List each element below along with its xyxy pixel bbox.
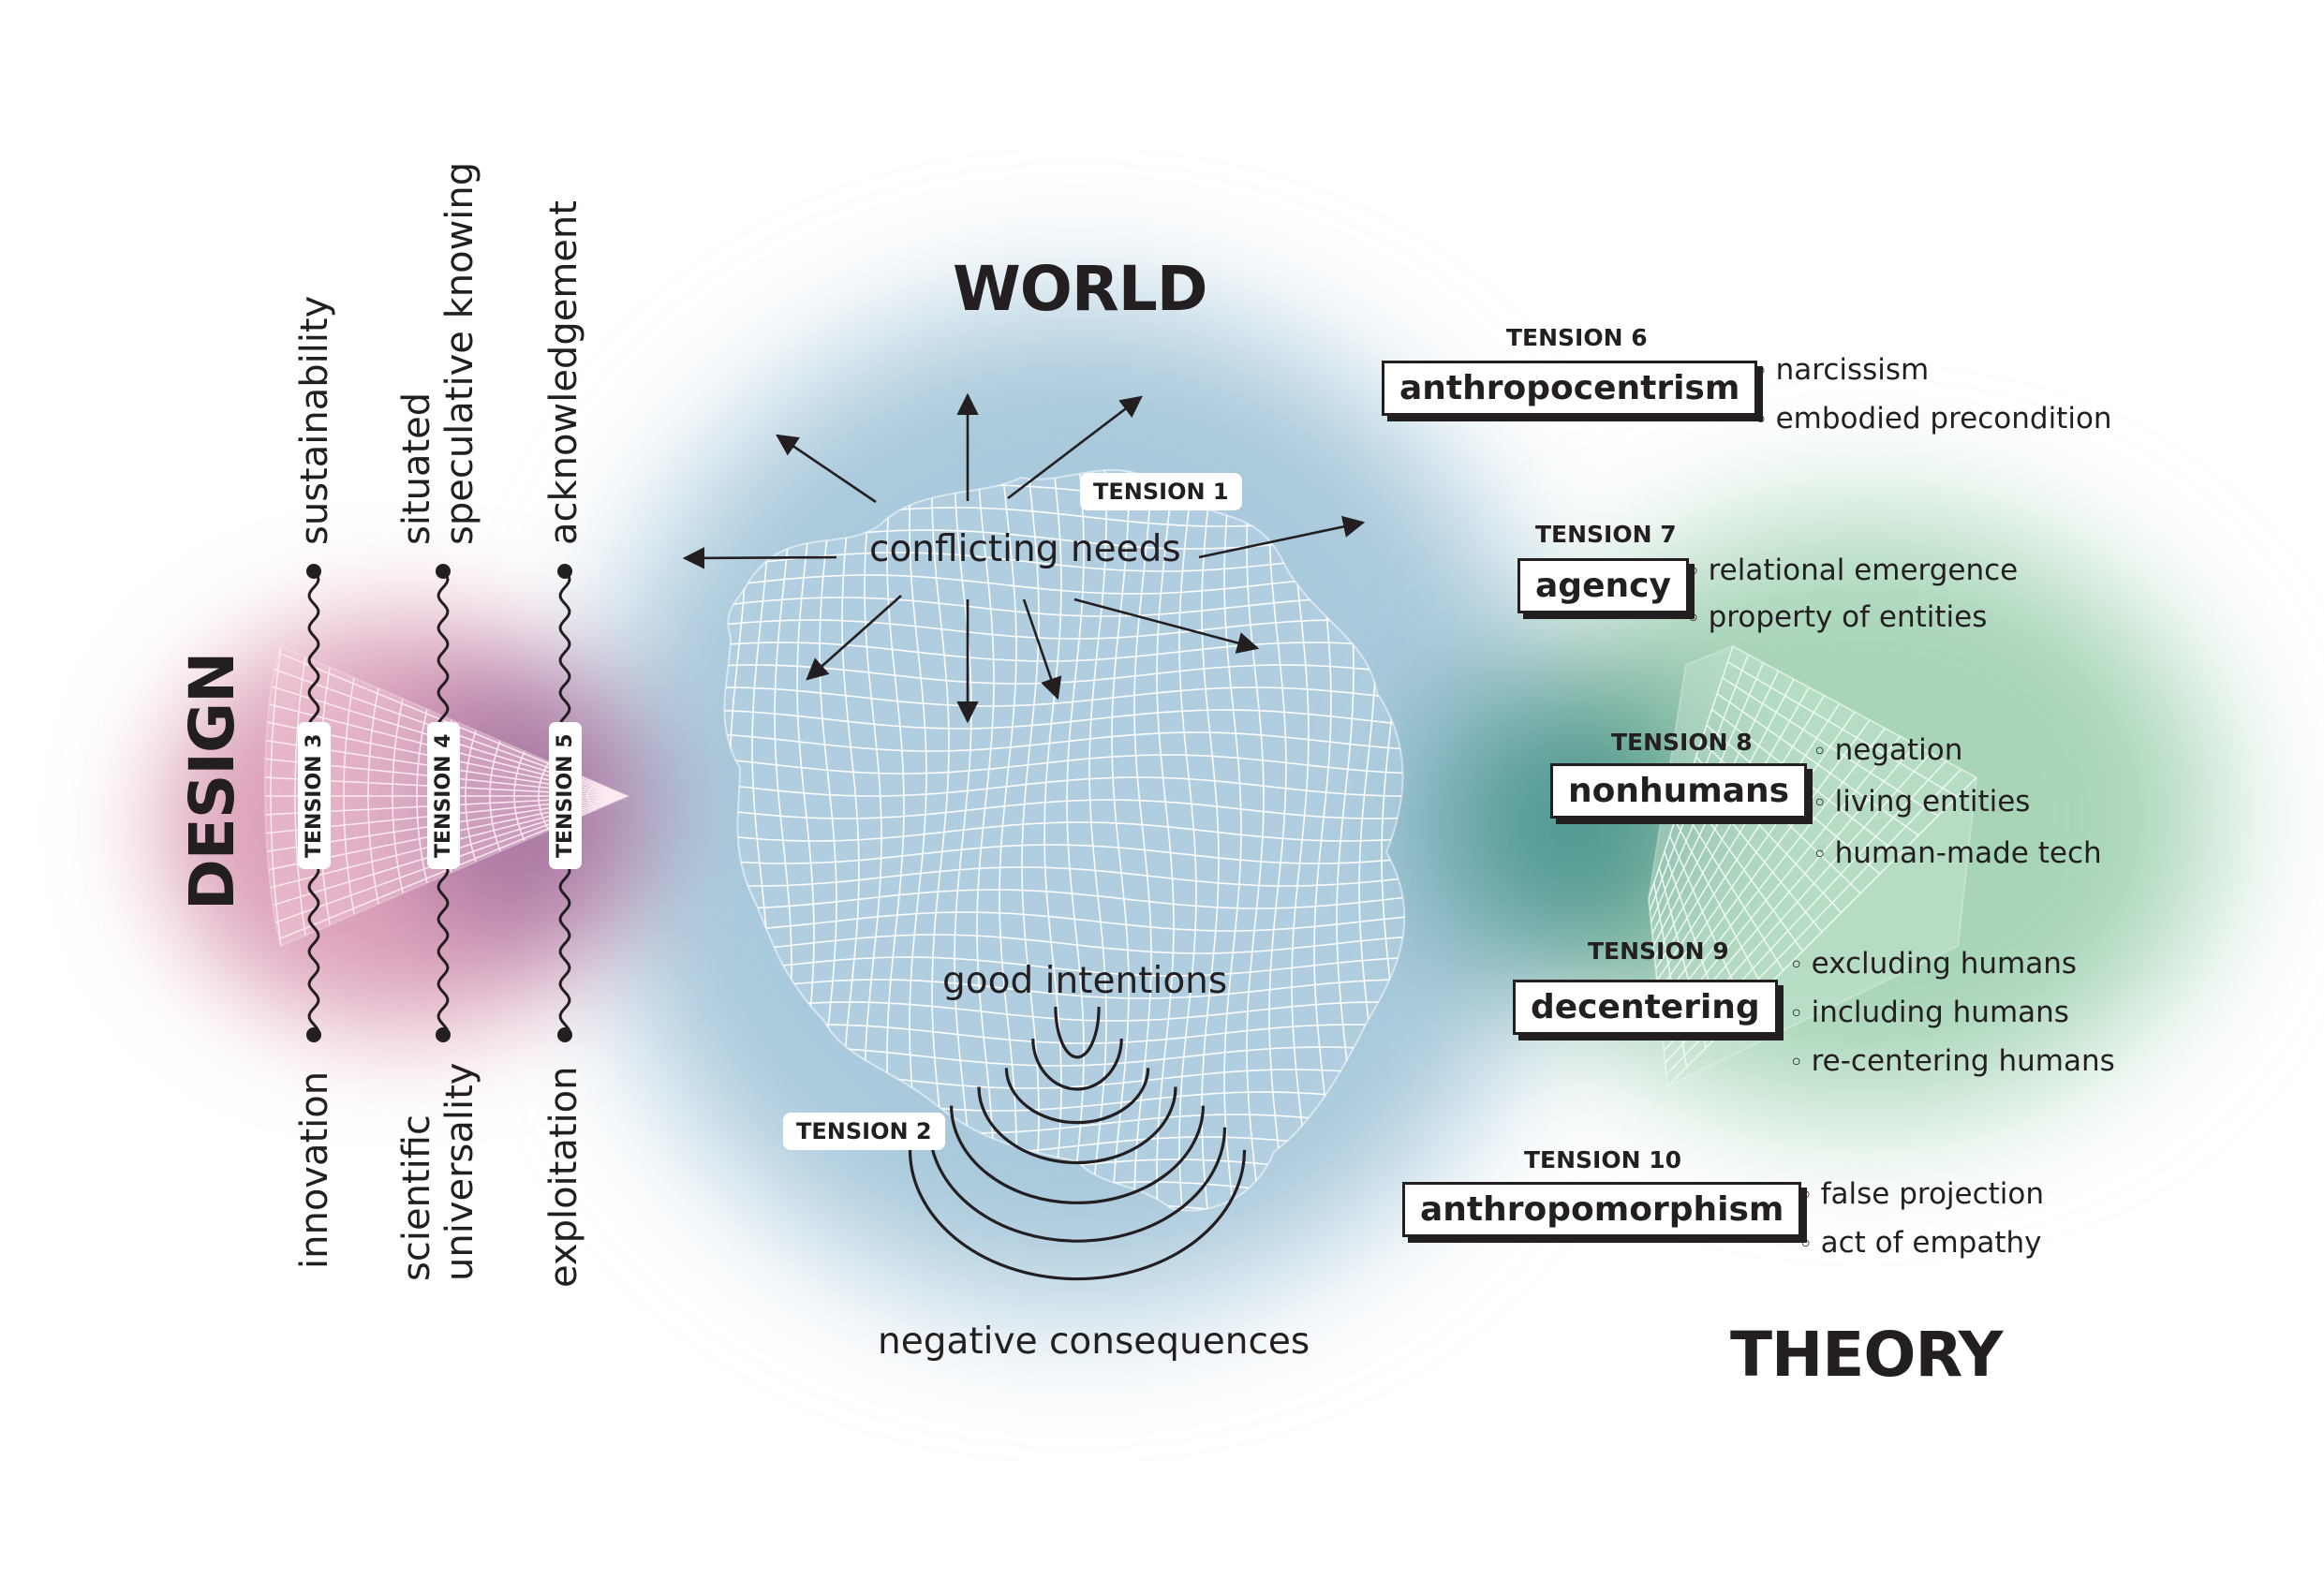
bullet-item: including humans xyxy=(1789,989,2115,1038)
bullet-item: negation xyxy=(1813,726,2102,777)
term-agency: agency xyxy=(1517,558,1689,613)
axis-4-bottom-line-1: scientific xyxy=(395,1114,438,1281)
axis-5-bottom-label: exploitation xyxy=(542,1067,585,1288)
tension-7-bullets: relational emergence property of entitie… xyxy=(1686,548,2019,642)
arrow-icon xyxy=(776,434,877,504)
tension-10-bullets: false projection act of empathy xyxy=(1799,1171,2044,1268)
tension-3-tag: TENSION 3 xyxy=(298,722,331,869)
axis-3-top-label: sustainability xyxy=(293,296,336,545)
conflicting-needs-label: conflicting needs xyxy=(869,528,1181,570)
tension-2-tag: TENSION 2 xyxy=(783,1113,945,1150)
axis-3-bottom-label: innovation xyxy=(293,1071,336,1269)
bullet-item: human-made tech xyxy=(1813,829,2102,880)
axis-4-top-label: situated speculative knowing xyxy=(395,162,481,545)
arrow-icon xyxy=(682,547,837,569)
theory-heading: THEORY xyxy=(1730,1319,2003,1391)
axis-5-bottom-line: exploitation xyxy=(542,1066,585,1288)
bullet-item: false projection xyxy=(1799,1171,2044,1219)
tension-4-tag: TENSION 4 xyxy=(427,722,460,869)
bullet-item: act of empathy xyxy=(1799,1219,2044,1268)
arrow-icon xyxy=(1073,598,1260,654)
axis-3-top-line: sustainability xyxy=(293,295,336,545)
term-decentering: decentering xyxy=(1513,980,1778,1035)
bullet-item: property of entities xyxy=(1686,595,2018,642)
term-anthropomorphism: anthropomorphism xyxy=(1402,1182,1802,1237)
arrow-icon xyxy=(1022,598,1062,701)
tension-9-label: TENSION 9 xyxy=(1588,937,1729,965)
term-nonhumans: nonhumans xyxy=(1550,763,1808,819)
arrow-icon xyxy=(1198,515,1366,559)
bullet-item: relational emergence xyxy=(1686,548,2019,595)
conflicting-arrows xyxy=(682,392,1366,724)
tension-5-tag: TENSION 5 xyxy=(549,722,582,869)
axis-4-top-line-2: speculative knowing xyxy=(438,161,481,545)
arrow-icon xyxy=(806,595,902,681)
bullet-item: embodied precondition xyxy=(1754,395,2112,444)
negative-consequences-label: negative consequences xyxy=(878,1321,1310,1363)
bullet-item: narcissism xyxy=(1754,347,2112,395)
ripple-arcs-icon xyxy=(908,1006,1247,1281)
axis-3-bottom-line: innovation xyxy=(293,1070,336,1269)
tension-10-label: TENSION 10 xyxy=(1524,1146,1682,1173)
tension-8-bullets: negation living entities human-made tech xyxy=(1813,726,2102,880)
axis-5-top-label: acknowledgement xyxy=(542,200,585,545)
arrow-icon xyxy=(1007,395,1143,500)
axis-4-bottom-line-2: universality xyxy=(438,1062,481,1281)
world-heading: WORLD xyxy=(953,253,1208,325)
axis-4-top-line-1: situated xyxy=(395,391,438,545)
tension-8-label: TENSION 8 xyxy=(1611,729,1753,756)
good-intentions-label: good intentions xyxy=(942,960,1228,1002)
tension-6-bullets: narcissism embodied precondition xyxy=(1754,347,2112,444)
tension-7-label: TENSION 7 xyxy=(1535,521,1677,548)
bullet-item: re-centering humans xyxy=(1789,1038,2115,1086)
axis-5-top-line: acknowledgement xyxy=(542,200,585,545)
tension-6-label: TENSION 6 xyxy=(1506,324,1648,351)
term-anthropocentrism: anthropocentrism xyxy=(1382,361,1758,416)
axis-dots xyxy=(306,564,572,1042)
design-heading: DESIGN xyxy=(176,652,248,910)
bullet-item: living entities xyxy=(1813,777,2102,829)
tension-1-tag: TENSION 1 xyxy=(1080,473,1242,510)
axis-4-bottom-label: scientific universality xyxy=(395,1063,481,1281)
bullet-item: excluding humans xyxy=(1789,940,2115,989)
tension-9-bullets: excluding humans including humans re-cen… xyxy=(1789,940,2115,1086)
